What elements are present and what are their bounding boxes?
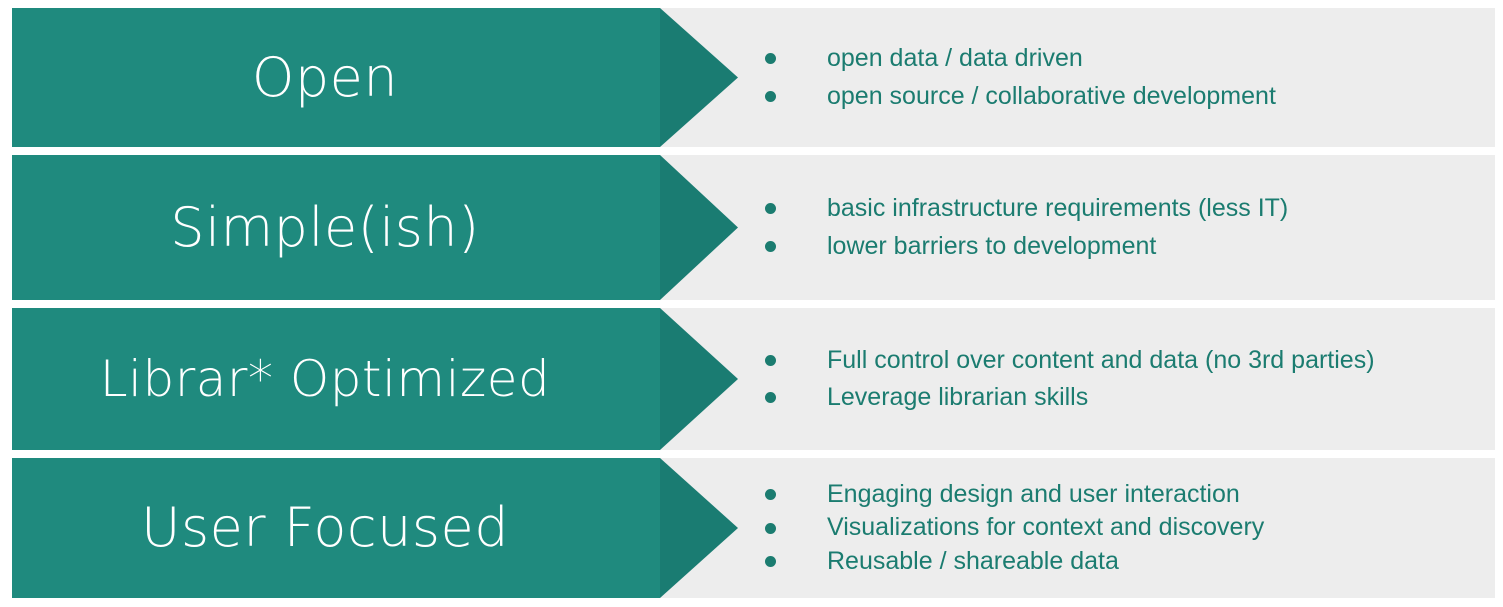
bullet-list-user-focused: Engaging design and user interaction Vis… bbox=[765, 458, 1487, 598]
bullet-text: basic infrastructure requirements (less … bbox=[827, 194, 1289, 222]
arrow-label-librar-optimized: Librar* Optimized bbox=[99, 350, 551, 408]
bullet-list-librar-optimized: Full control over content and data (no 3… bbox=[765, 308, 1487, 450]
bullet-panel bbox=[660, 458, 1495, 598]
bullet-text: open source / collaborative development bbox=[827, 81, 1276, 110]
bullet-text: Leverage librarian skills bbox=[827, 383, 1089, 411]
list-item: Full control over content and data (no 3… bbox=[765, 345, 1487, 375]
arrow-body-librar-optimized bbox=[12, 308, 660, 450]
diagram-row-librar-optimized: Librar* Optimized Full control over cont… bbox=[0, 308, 1503, 450]
bullet-dot-icon bbox=[765, 392, 776, 404]
bullet-text: Engaging design and user interaction bbox=[827, 479, 1240, 508]
list-item: Reusable / shareable data bbox=[765, 546, 1487, 576]
bullet-text: Reusable / shareable data bbox=[827, 546, 1119, 575]
list-item: open data / data driven bbox=[765, 44, 1487, 73]
bullet-list-open: open data / data driven open source / co… bbox=[765, 8, 1487, 147]
diagram-row-user-focused: User Focused Engaging design and user in… bbox=[0, 458, 1503, 598]
diagram-row-open: Open open data / data driven open source… bbox=[0, 8, 1503, 147]
arrow-body-user-focused bbox=[12, 458, 660, 598]
bullet-dot-icon bbox=[765, 53, 776, 65]
bullet-dot-icon bbox=[765, 90, 776, 102]
arrow-body-open bbox=[12, 8, 660, 147]
bullet-list-simpleish: basic infrastructure requirements (less … bbox=[765, 155, 1487, 300]
bullet-text: Full control over content and data (no 3… bbox=[827, 345, 1375, 374]
list-item: open source / collaborative development bbox=[765, 81, 1487, 111]
arrow-label-open: Open bbox=[251, 45, 399, 109]
bullet-text: lower barriers to development bbox=[827, 231, 1157, 260]
bullet-text: Visualizations for context and discovery bbox=[827, 513, 1265, 542]
list-item: Visualizations for context and discovery bbox=[765, 514, 1487, 542]
bullet-panel bbox=[660, 8, 1495, 147]
list-item: Leverage librarian skills bbox=[765, 383, 1487, 412]
arrow-label-user-focused: User Focused bbox=[141, 496, 509, 559]
bullet-dot-icon bbox=[765, 354, 776, 366]
bullet-dot-icon bbox=[765, 203, 776, 215]
bullet-panel bbox=[660, 308, 1495, 450]
arrow-label-simpleish: Simple(ish) bbox=[170, 195, 480, 259]
bullet-text: open data / data driven bbox=[827, 44, 1083, 72]
list-item: basic infrastructure requirements (less … bbox=[765, 194, 1487, 223]
diagram-row-simpleish: Simple(ish) basic infrastructure require… bbox=[0, 155, 1503, 300]
bullet-panel bbox=[660, 155, 1495, 300]
bullet-dot-icon bbox=[765, 489, 776, 500]
bullet-dot-icon bbox=[765, 556, 776, 567]
arrow-body-simpleish bbox=[12, 155, 660, 300]
list-item: lower barriers to development bbox=[765, 231, 1487, 261]
bullet-dot-icon bbox=[765, 240, 776, 252]
bullet-dot-icon bbox=[765, 522, 776, 534]
list-item: Engaging design and user interaction bbox=[765, 479, 1487, 509]
